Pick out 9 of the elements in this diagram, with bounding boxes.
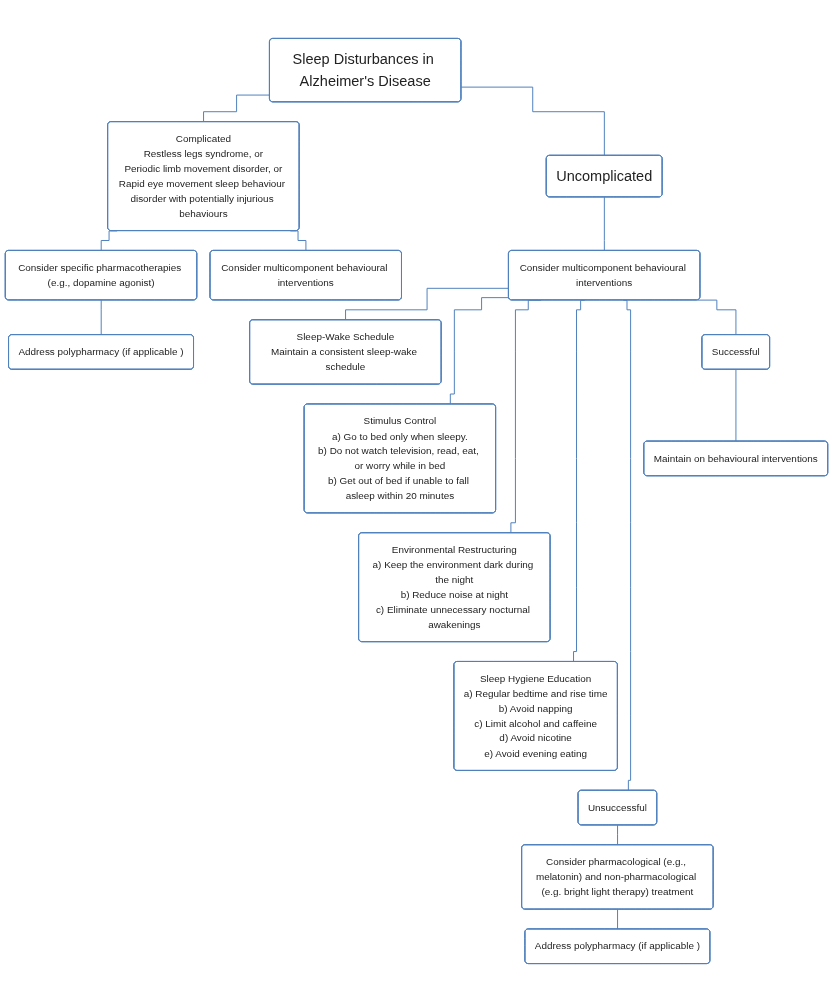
connector [100,299,102,336]
connector [345,287,510,321]
connector [697,299,737,336]
connector [617,908,619,930]
connector [617,824,619,846]
connector [460,86,605,157]
connector [603,196,605,252]
connector [203,94,271,123]
connector [735,369,737,442]
